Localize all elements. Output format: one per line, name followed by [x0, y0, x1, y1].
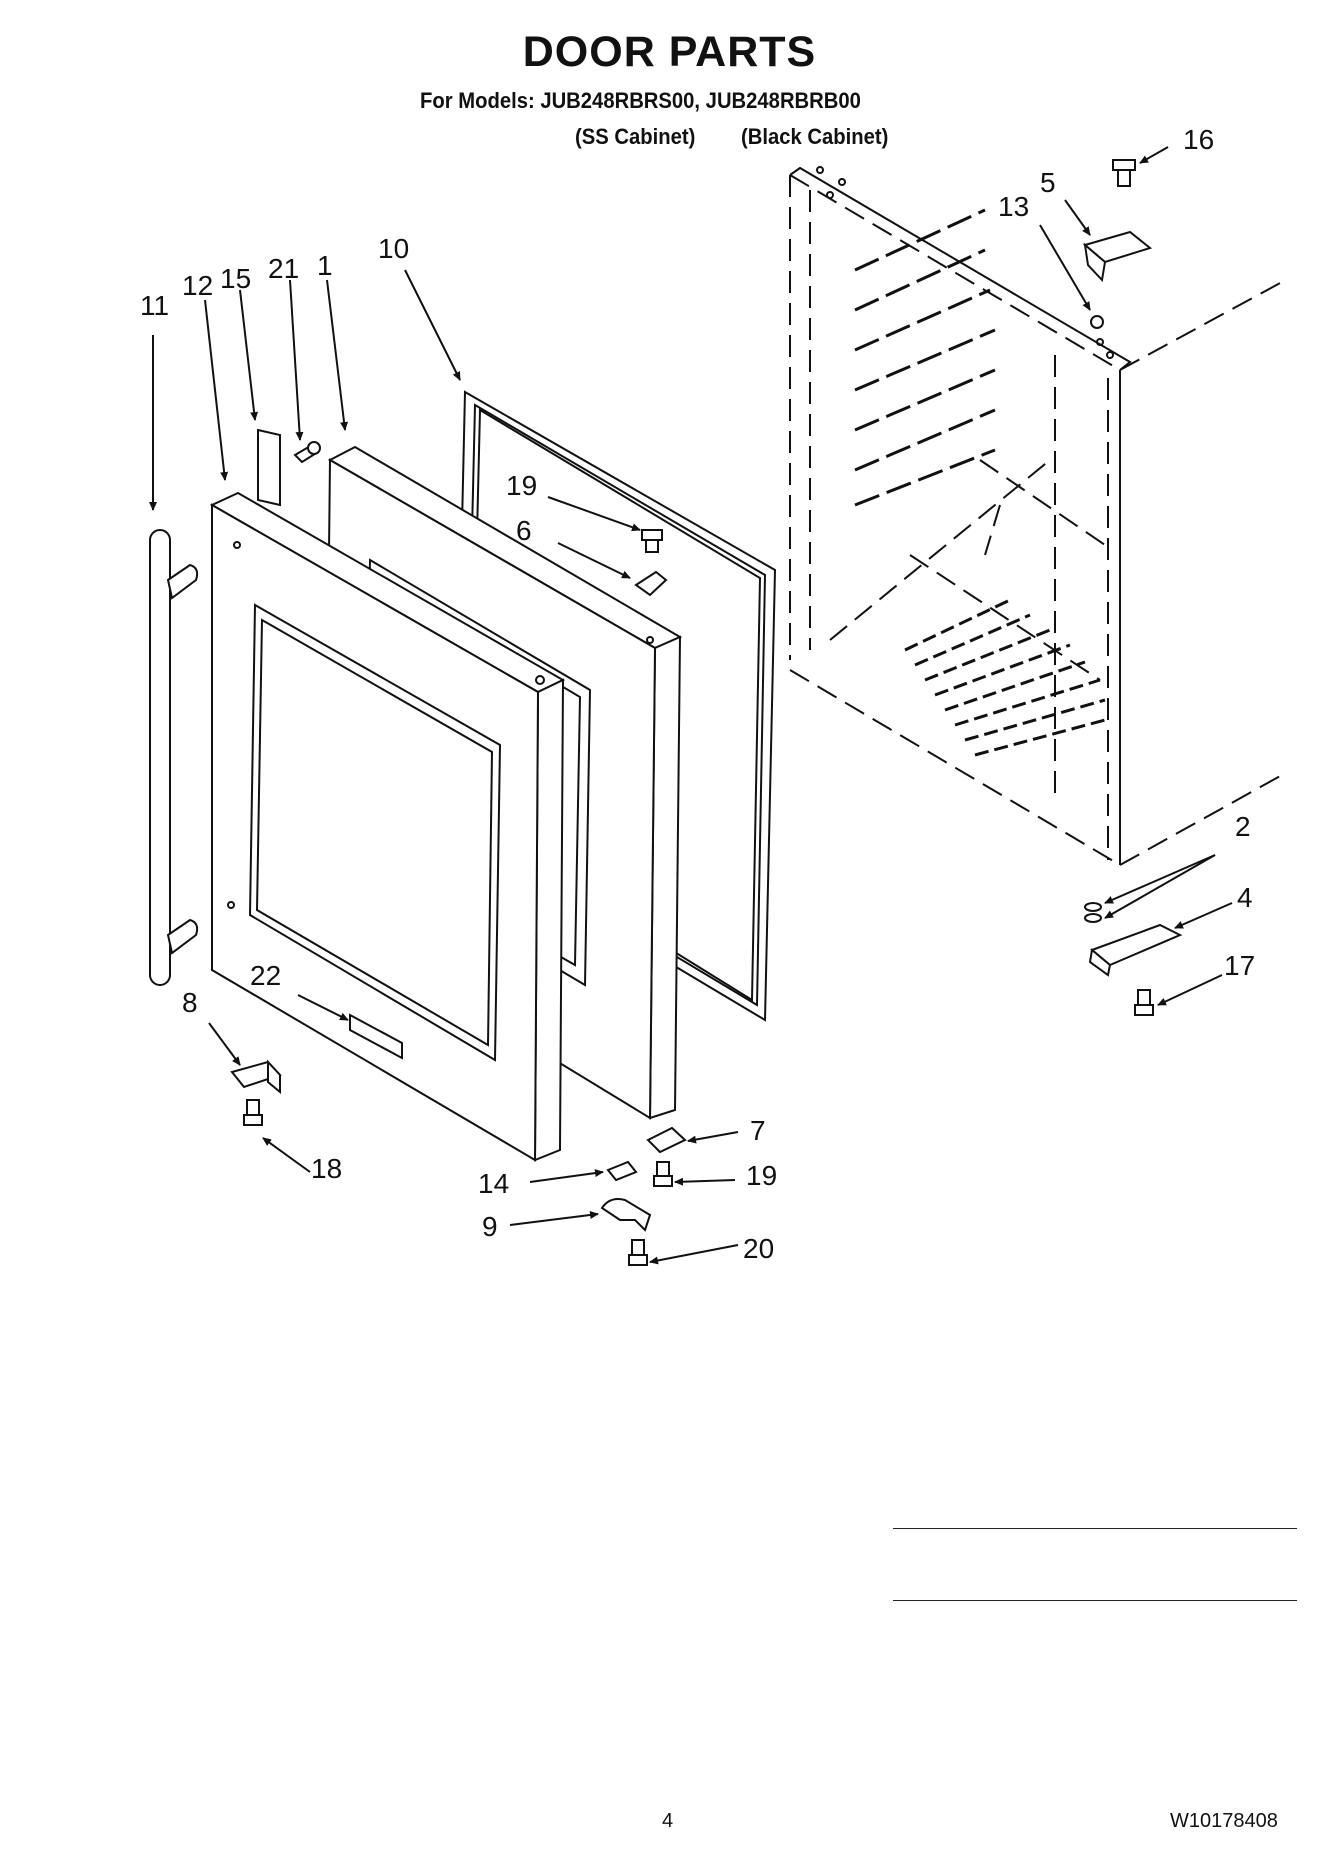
callout-16: 16	[1183, 124, 1214, 155]
callout-10: 10	[378, 233, 409, 264]
callout-8: 8	[182, 987, 198, 1018]
document-number: W10178408	[1170, 1810, 1278, 1832]
cabinet-black-label: (Black Cabinet)	[741, 124, 889, 149]
callout-12: 12	[182, 270, 213, 301]
notes-line-2	[893, 1600, 1297, 1601]
callout-13: 13	[998, 191, 1029, 222]
callout-19b: 19	[746, 1160, 777, 1191]
callout-20: 20	[743, 1233, 774, 1264]
callout-9: 9	[482, 1211, 498, 1242]
callout-4: 4	[1237, 882, 1253, 913]
cabinet-ss-label: (SS Cabinet)	[575, 124, 696, 149]
callout-21: 21	[268, 253, 299, 284]
callout-18: 18	[311, 1153, 342, 1184]
callout-11: 11	[140, 290, 169, 321]
callout-14: 14	[478, 1168, 509, 1199]
notes-line-1	[893, 1528, 1297, 1529]
callout-15: 15	[220, 263, 251, 294]
leader-arrows	[149, 146, 1233, 1265]
callout-19a: 19	[506, 470, 537, 501]
callout-6: 6	[516, 515, 532, 546]
callout-17: 17	[1224, 950, 1255, 981]
callout-22: 22	[250, 960, 281, 991]
callout-2: 2	[1235, 811, 1251, 842]
page-number: 4	[662, 1810, 674, 1832]
door-handle	[149, 529, 199, 986]
callout-labels: 11 12 15 21 1 10 19 6 16 5 13 2 4 17 22 …	[140, 124, 1255, 1264]
outer-door-panel	[209, 491, 566, 1162]
small-parts	[230, 159, 1183, 1266]
callout-1: 1	[317, 250, 333, 281]
callout-7: 7	[750, 1115, 766, 1146]
cabinet-outline	[789, 166, 1283, 866]
callout-5: 5	[1040, 167, 1056, 198]
models-line: For Models: JUB248RBRS00, JUB248RBRB00	[420, 88, 861, 113]
page-title: DOOR PARTS	[522, 28, 817, 76]
